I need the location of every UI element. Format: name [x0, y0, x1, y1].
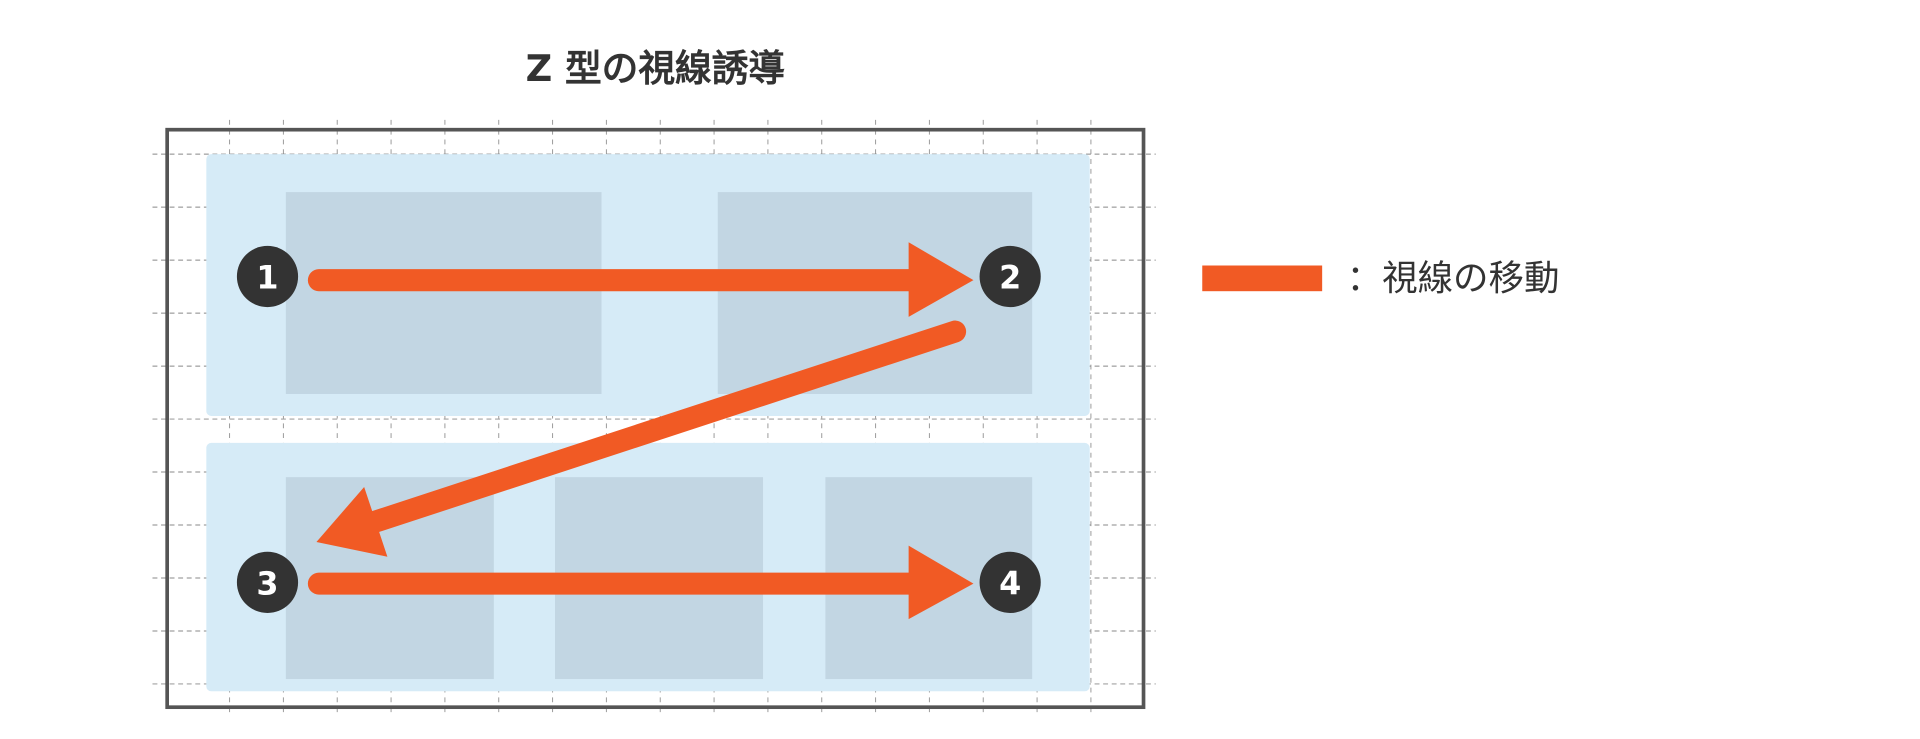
step-number: 4 [999, 565, 1021, 603]
legend-label: ：視線の移動 [1347, 258, 1560, 299]
arrow-3-to-4 [307, 545, 974, 620]
bottom-panel [206, 442, 1090, 692]
step-2-marker: 2 [979, 245, 1041, 308]
step-1-marker: 1 [236, 245, 299, 308]
legend: ：視線の移動 [1202, 258, 1559, 299]
arrow-2-to-3 [316, 320, 967, 557]
content-block [285, 192, 602, 394]
diagram-title: Z 型の視線誘導 [526, 47, 786, 90]
step-number: 2 [999, 259, 1021, 297]
step-number: 3 [256, 565, 278, 603]
page-frame [165, 127, 1146, 710]
arrow-1-to-2 [307, 242, 974, 317]
step-3-marker: 3 [236, 551, 299, 613]
legend-swatch [1202, 265, 1323, 292]
step-4-marker: 4 [979, 551, 1041, 613]
step-number: 1 [256, 259, 278, 297]
